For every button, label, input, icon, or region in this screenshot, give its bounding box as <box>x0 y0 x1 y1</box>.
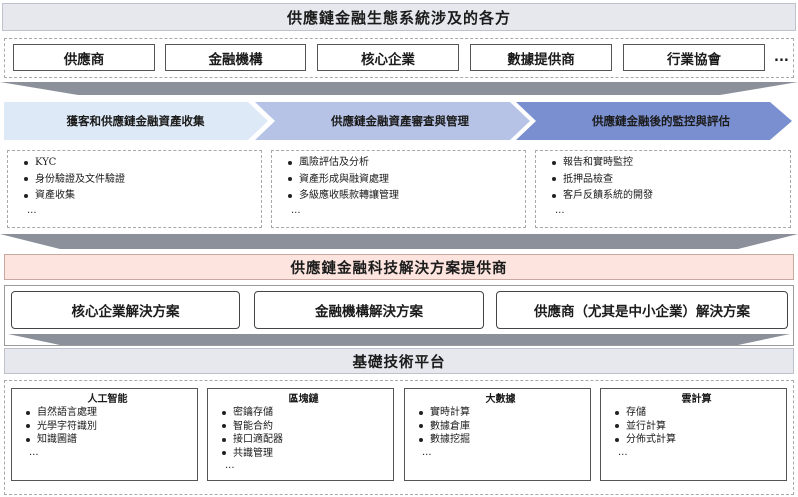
stage-arrow-2 <box>255 102 530 140</box>
tech-more: ... <box>225 460 235 471</box>
solution-supplier-sme: 供應商（尤其是中小企業）解決方案 <box>496 291 788 329</box>
tech-box-ai: 人工智能 自然語言處理 光學字符識別 知識圖譜 ... <box>11 388 198 481</box>
list-item: 報告和實時監控 <box>552 155 780 172</box>
stage-label-acquisition: 獲客和供應鏈金融資產收集 <box>66 114 205 128</box>
list-item: 知識圖譜 <box>26 433 189 447</box>
list-item: 客戶反饋系統的開發 <box>552 188 780 205</box>
list-item: 資產形成與融資處理 <box>288 172 515 189</box>
tech-box-blockchain: 區塊鏈 密鑰存儲 智能合約 接口適配器 共識管理 ... <box>207 388 394 481</box>
list-item: 共識管理 <box>222 447 385 461</box>
solution-core-enterprise: 核心企業解決方案 <box>11 291 240 329</box>
stage-arrow-3 <box>516 102 792 140</box>
ecosystem-title: 供應鏈金融生態系統涉及的各方 <box>2 3 796 31</box>
participant-core-enterprise: 核心企業 <box>317 44 459 71</box>
list-item: 抵押品檢查 <box>552 172 780 189</box>
list-item: 密鑰存儲 <box>222 406 385 420</box>
participant-industry-association: 行業協會 <box>623 44 765 71</box>
stage-arrows <box>4 102 792 140</box>
tech-title: 區塊鏈 <box>288 394 319 405</box>
stage-more: ... <box>27 204 37 216</box>
middle-converge-bar <box>0 234 798 249</box>
stage-box-monitoring: 報告和實時監控 抵押品檢查 客戶反饋系統的開發 ... <box>535 150 791 228</box>
list-item: 數據倉庫 <box>419 420 582 434</box>
list-item: 資產收集 <box>24 188 251 205</box>
list-item: 實時計算 <box>419 406 582 420</box>
tech-title: 大數據 <box>485 394 516 405</box>
list-item: 存儲 <box>615 406 778 420</box>
list-item: 接口適配器 <box>222 433 385 447</box>
list-item: 數據挖掘 <box>419 433 582 447</box>
stage-box-acquisition: KYC 身份驗證及文件驗證 資產收集 ... <box>7 150 262 228</box>
stage-label-monitoring: 供應鏈金融後的監控與評估 <box>592 114 730 128</box>
solutions-box <box>4 285 794 346</box>
participant-data-provider: 數據提供商 <box>470 44 612 71</box>
tech-title: 雲計算 <box>681 394 712 405</box>
stage-more: ... <box>555 204 565 216</box>
stage-arrow-1 <box>4 102 268 140</box>
list-item: 並行計算 <box>615 420 778 434</box>
provider-title: 供應鏈金融科技解決方案提供商 <box>4 254 794 280</box>
participants-ellipsis: ... <box>774 50 789 65</box>
list-item: KYC <box>24 155 251 172</box>
list-item: 智能合約 <box>222 420 385 434</box>
platform-title: 基礎技術平台 <box>4 348 794 374</box>
tech-box-big-data: 大數據 實時計算 數據倉庫 數據挖掘 ... <box>404 388 591 481</box>
tech-more: ... <box>29 446 39 458</box>
stage-more: ... <box>291 204 301 216</box>
technology-box <box>4 380 794 495</box>
stage-box-review: 風險評估及分析 資產形成與融資處理 多級應收賬款轉讓管理 ... <box>271 150 526 228</box>
list-item: 身份驗證及文件驗證 <box>24 172 251 189</box>
bottom-converge-bar <box>8 334 790 345</box>
list-item: 光學字符識別 <box>26 420 189 434</box>
tech-more: ... <box>618 446 628 458</box>
tech-title: 人工智能 <box>87 394 128 405</box>
stage-label-review: 供應鏈金融資產審查與管理 <box>331 114 469 128</box>
participants-box <box>4 38 794 78</box>
list-item: 自然語言處理 <box>26 406 189 420</box>
tech-more: ... <box>422 446 432 458</box>
top-converge-bar <box>0 82 798 95</box>
list-item: 分佈式計算 <box>615 433 778 447</box>
participant-supplier: 供應商 <box>13 44 155 71</box>
participant-financial-institution: 金融機構 <box>165 44 306 71</box>
list-item: 風險評估及分析 <box>288 155 515 172</box>
solution-financial-institution: 金融機構解決方案 <box>254 291 484 329</box>
list-item: 多級應收賬款轉讓管理 <box>288 188 515 205</box>
tech-box-cloud: 雲計算 存儲 並行計算 分佈式計算 ... <box>600 388 787 481</box>
